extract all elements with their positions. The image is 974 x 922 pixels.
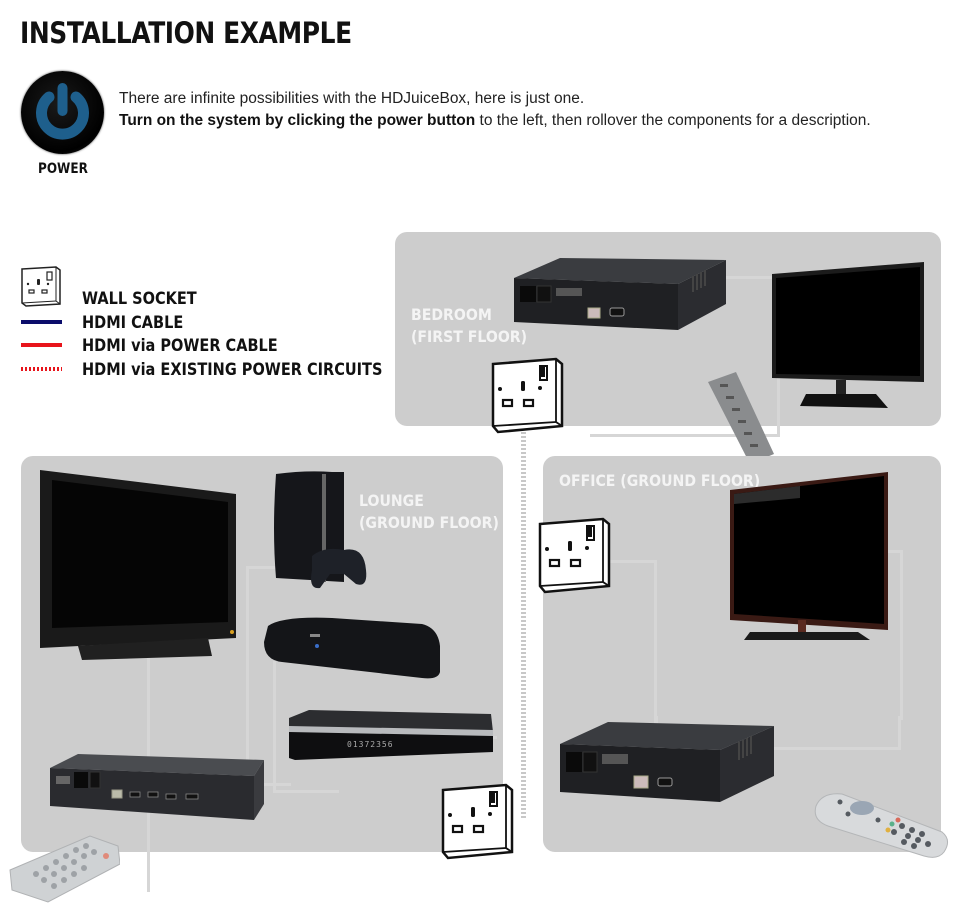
office-tv[interactable] [730, 472, 890, 642]
bedroom-label: BEDROOM (FIRST FLOOR) [411, 304, 527, 348]
bedroom-wall-socket[interactable] [490, 356, 566, 434]
legend-hdmi-power-circuits-swatch [21, 367, 62, 371]
transmitter-device-icon [50, 754, 264, 820]
lounge-game-console[interactable] [272, 470, 372, 592]
lounge-wire-skybox [273, 661, 339, 793]
office-remote[interactable] [812, 790, 952, 864]
tv-icon [772, 262, 924, 408]
lounge-label-line2: (GROUND FLOOR) [359, 513, 499, 532]
remote-icon [9, 835, 121, 903]
receiver-device-icon [514, 258, 726, 330]
bedroom-label-line1: BEDROOM [411, 305, 492, 324]
office-wire-tv-side [879, 550, 903, 720]
bluray-player-icon [289, 710, 493, 760]
tv-icon [730, 472, 888, 640]
power-icon [36, 83, 89, 140]
lounge-remote[interactable] [8, 830, 121, 906]
bluray-display: 01372356 [347, 740, 394, 749]
lounge-set-top-box[interactable] [262, 616, 442, 680]
tv-icon [40, 470, 236, 660]
bedroom-wire-hdmi [685, 276, 785, 279]
bedroom-label-line2: (FIRST FLOOR) [411, 327, 528, 346]
legend-hdmi-power-circuits: HDMI via EXISTING POWER CIRCUITS [82, 360, 383, 379]
power-circuit-line [521, 428, 526, 820]
legend-hdmi-cable: HDMI CABLE [82, 313, 184, 332]
power-label: POWER [38, 161, 88, 177]
lounge-label: LOUNGE (GROUND FLOOR) [359, 490, 499, 534]
legend-wall-socket: WALL SOCKET [82, 289, 197, 308]
bedroom-remote[interactable] [706, 372, 776, 464]
office-label-line1: OFFICE (GROUND FLOOR) [559, 471, 761, 490]
receiver-device-icon [560, 722, 774, 802]
lounge-tv[interactable] [38, 470, 238, 660]
bedroom-tv[interactable] [772, 262, 926, 410]
page-title: INSTALLATION EXAMPLE [20, 16, 352, 50]
legend-hdmi-power-cable-swatch [21, 343, 62, 347]
office-hdjuicebox-receiver[interactable] [558, 720, 776, 802]
bedroom-hdjuicebox-receiver[interactable] [512, 256, 728, 330]
lounge-bluray-player[interactable]: 01372356 [287, 708, 495, 760]
lounge-label-line1: LOUNGE [359, 491, 424, 510]
wall-socket-icon [21, 266, 61, 307]
lounge-wire-console [246, 566, 291, 786]
power-button[interactable] [21, 71, 104, 154]
remote-icon [708, 372, 774, 464]
game-console-icon [274, 471, 367, 589]
office-wall-socket[interactable] [537, 516, 613, 594]
remote-icon [814, 793, 948, 858]
intro-instruction-rest: to the left, then rollover the component… [475, 112, 871, 129]
office-label: OFFICE (GROUND FLOOR) [559, 470, 760, 492]
intro-text: There are infinite possibilities with th… [119, 90, 585, 107]
intro-instruction-bold: Turn on the system by clicking the power… [119, 112, 476, 129]
set-top-box-icon [264, 617, 440, 679]
intro-instruction: Turn on the system by clicking the power… [119, 112, 871, 130]
lounge-hdjuicebox-transmitter[interactable] [48, 754, 266, 820]
lounge-wall-socket[interactable] [440, 782, 516, 860]
legend-hdmi-power-cable: HDMI via POWER CABLE [82, 336, 278, 355]
legend-hdmi-cable-swatch [21, 320, 62, 324]
